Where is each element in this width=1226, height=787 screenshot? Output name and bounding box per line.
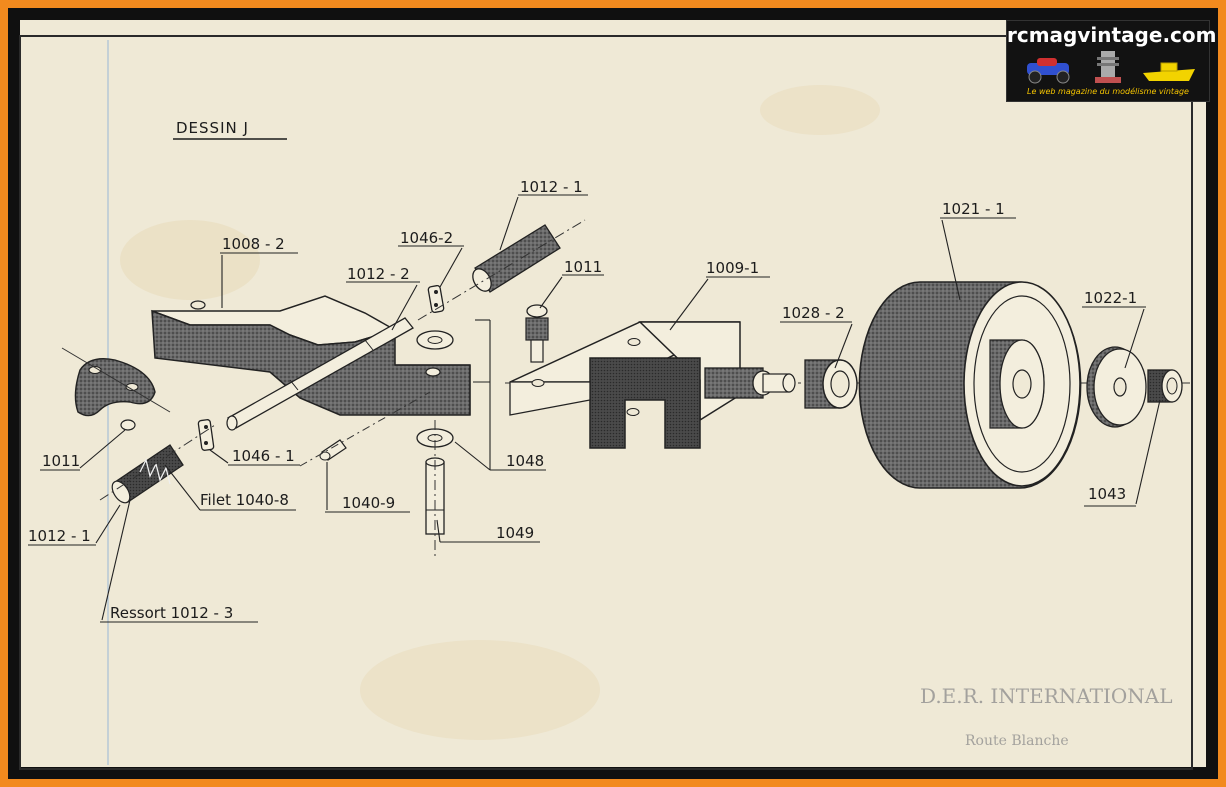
clip-1046-1 — [197, 419, 215, 451]
watermark-site: rcmagvintage.com — [1007, 23, 1217, 47]
label-1028-2: 1028 - 2 — [782, 304, 845, 322]
label-1012-2: 1012 - 2 — [347, 265, 410, 283]
screw-axis — [299, 391, 431, 467]
cam-1011-left — [74, 358, 156, 431]
left-axis — [99, 424, 216, 501]
label-1012-1-top: 1012 - 1 — [520, 178, 583, 196]
bolt-1011-right — [525, 304, 549, 363]
label-1011-right: 1011 — [564, 258, 602, 276]
label-1046-1: 1046 - 1 — [232, 447, 295, 465]
washer-top-hole — [427, 336, 443, 344]
roller-1012-1-left — [111, 444, 184, 504]
faded-stamp: D.E.R. INTERNATIONAL Route Blanche — [920, 684, 1173, 749]
screw-1040-9 — [319, 439, 347, 461]
label-1022-1: 1022-1 — [1084, 289, 1137, 307]
arm-1008-2 — [151, 295, 471, 416]
wheel-1021-1 — [858, 281, 1082, 489]
label-1043: 1043 — [1088, 485, 1126, 503]
drawing-title: DESSIN J — [176, 119, 249, 137]
label-1008-2: 1008 - 2 — [222, 235, 285, 253]
watermark-tagline: Le web magazine du modélisme vintage — [1027, 87, 1189, 96]
watermark-boat-icon — [1143, 62, 1195, 81]
site-watermark: rcmagvintage.com Le web magazine du modé… — [1006, 20, 1217, 102]
label-1021-1: 1021 - 1 — [942, 200, 1005, 218]
roller-1012-1-top — [472, 224, 561, 293]
shaft-1012-2 — [226, 317, 414, 431]
label-1011-left: 1011 — [42, 452, 80, 470]
paper-stain — [360, 640, 600, 740]
label-1048: 1048 — [506, 452, 544, 470]
paper-stain — [120, 220, 260, 300]
clip-1046-2 — [427, 284, 445, 314]
leader-lines — [28, 194, 1161, 623]
watermark-car-icon — [1027, 58, 1070, 84]
label-1009-1: 1009-1 — [706, 259, 759, 277]
bushing-1028-2 — [804, 359, 858, 409]
label-1040-9: 1040-9 — [342, 494, 395, 512]
watermark-engine-icon — [1095, 51, 1121, 83]
label-1012-1-left: 1012 - 1 — [28, 527, 91, 545]
stamp-line-1: D.E.R. INTERNATIONAL — [920, 684, 1173, 708]
paper-stain — [760, 85, 880, 135]
roller-axis — [417, 219, 586, 321]
label-1049: 1049 — [496, 524, 534, 542]
label-ressort-1012-3: Ressort 1012 - 3 — [110, 604, 233, 622]
nut-1043 — [1147, 369, 1183, 403]
label-1046-2: 1046-2 — [400, 229, 453, 247]
drawing-border — [19, 35, 1193, 770]
cam-axis — [61, 347, 171, 413]
axle — [704, 367, 796, 399]
label-filet-1040-8: Filet 1040-8 — [200, 491, 289, 509]
stamp-line-2: Route Blanche — [965, 733, 1069, 749]
washer-1022-1 — [1086, 346, 1147, 428]
